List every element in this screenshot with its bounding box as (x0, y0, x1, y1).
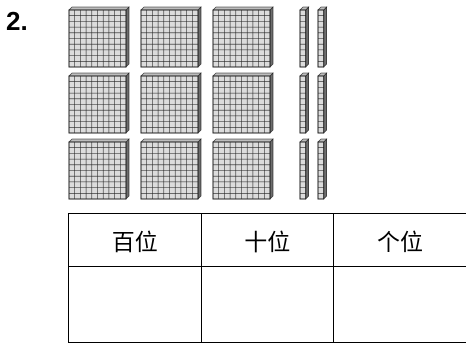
tens-rod-block (317, 72, 328, 134)
place-value-header-row: 百位 十位 个位 (68, 213, 466, 267)
tens-place-header: 十位 (200, 213, 334, 267)
tens-rod-block (317, 138, 328, 200)
ones-place-header: 个位 (333, 213, 466, 267)
tens-rod-block (299, 6, 310, 68)
tens-rod-block (299, 72, 310, 134)
hundreds-place-header: 百位 (68, 213, 202, 267)
hundreds-answer-cell[interactable] (68, 266, 202, 343)
ones-answer-cell[interactable] (333, 266, 466, 343)
place-value-answer-row (68, 266, 466, 343)
hundreds-flat-block (68, 138, 130, 200)
tens-rod-block (317, 6, 328, 68)
hundreds-flat-block (212, 6, 274, 68)
base-ten-blocks-figure (68, 6, 328, 200)
hundreds-flat-block (68, 6, 130, 68)
tens-answer-cell[interactable] (200, 266, 334, 343)
tens-rod-block (299, 138, 310, 200)
place-value-table: 百位 十位 个位 (68, 213, 466, 343)
problem-number: 2. (6, 6, 28, 36)
hundreds-flat-block (68, 72, 130, 134)
hundreds-flat-block (140, 138, 202, 200)
hundreds-flat-block (212, 72, 274, 134)
hundreds-flat-block (140, 6, 202, 68)
hundreds-flat-block (212, 138, 274, 200)
hundreds-flat-block (140, 72, 202, 134)
